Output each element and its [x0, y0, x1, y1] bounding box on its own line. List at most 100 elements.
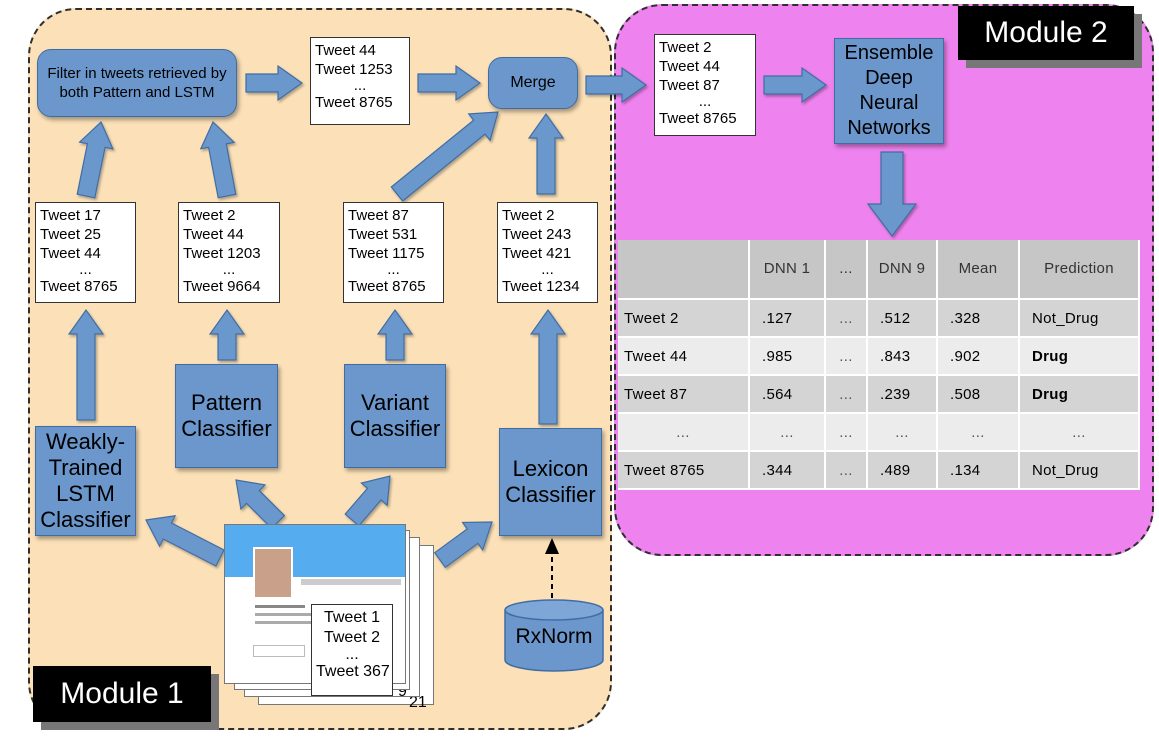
table-cell: ... — [825, 375, 868, 414]
list-item: Tweet 367 — [316, 663, 390, 680]
list-item: ... — [541, 261, 554, 278]
table-cell: Drug — [1019, 337, 1140, 376]
table-cell: ... — [825, 299, 868, 338]
list-item: Tweet 2 — [183, 207, 236, 224]
prediction-table: DNN 1 ... DNN 9 Mean Prediction Tweet 2 … — [618, 240, 1140, 490]
arrow-input-to-pattern — [235, 479, 286, 530]
table-cell: .134 — [937, 451, 1020, 490]
arrow-input-to-lstm — [145, 515, 225, 567]
merge-box: Merge — [488, 57, 578, 109]
arrow-ensemble-to-table — [866, 151, 918, 237]
table-cell: Tweet 8765 — [618, 451, 750, 490]
arrow-lexicon-to-list — [529, 308, 567, 425]
table-cell: ... — [937, 413, 1020, 452]
table-cell: .127 — [749, 299, 826, 338]
arrow-lexiconlist-to-merge — [527, 112, 565, 195]
list-item: Tweet 87 — [348, 207, 409, 224]
ensemble-dnn-box: Ensemble Deep Neural Networks — [834, 38, 944, 144]
list-item: Tweet 243 — [502, 226, 572, 243]
list-item: ... — [698, 93, 712, 110]
arrow-pattern-to-list — [208, 308, 246, 361]
table-cell: .328 — [937, 299, 1020, 338]
table-cell: .512 — [867, 299, 938, 338]
list-item: ... — [353, 77, 367, 94]
list-item: Tweet 2 — [323, 629, 381, 646]
merged-tweet-list: Tweet 2 Tweet 44 Tweet 87 ... Tweet 8765 — [654, 34, 756, 136]
table-cell: ... — [825, 451, 868, 490]
table-header-cell: DNN 1 — [749, 240, 826, 300]
table-header-cell: ... — [825, 240, 868, 300]
arrow-lstmlist-to-filter — [76, 120, 114, 199]
table-cell: .564 — [749, 375, 826, 414]
list-item: Tweet 1234 — [502, 278, 580, 295]
pattern-classifier-box: Pattern Classifier — [175, 364, 278, 468]
rxnorm-dashed-arrow — [545, 538, 559, 598]
list-item: Tweet 25 — [40, 226, 101, 243]
arrow-patternlist-to-filter — [199, 120, 237, 199]
table-header-cell — [618, 240, 750, 300]
table-cell: .902 — [937, 337, 1020, 376]
rxnorm-label: RxNorm — [515, 625, 593, 648]
table-cell: .843 — [867, 337, 938, 376]
profile-input-box — [253, 645, 305, 657]
table-header-row: DNN 1 ... DNN 9 Mean Prediction — [618, 240, 1140, 300]
table-cell: Tweet 87 — [618, 375, 750, 414]
ensemble-dnn-text: Ensemble Deep Neural Networks — [844, 42, 934, 139]
arrow-input-to-lexicon — [433, 521, 493, 569]
table-cell: ... — [825, 413, 868, 452]
profile-text-line — [255, 621, 313, 624]
pattern-tweet-list: Tweet 2 Tweet 44 Tweet 1203 ... Tweet 96… — [178, 202, 280, 303]
list-item: Tweet 531 — [348, 226, 418, 243]
list-item: Tweet 1203 — [183, 245, 261, 262]
list-item: Tweet 9664 — [183, 278, 261, 295]
lstm-classifier-text: Weakly-Trained LSTM Classifier — [40, 429, 131, 532]
table-cell: ... — [749, 413, 826, 452]
prediction-table-wrapper: DNN 1 ... DNN 9 Mean Prediction Tweet 2 … — [618, 240, 1140, 490]
profile-text-line — [255, 605, 305, 608]
list-item: Tweet 44 — [183, 226, 244, 243]
table-cell: Tweet 44 — [618, 337, 750, 376]
module-1-label: Module 1 — [33, 666, 211, 722]
arrow-filter-to-list — [245, 64, 304, 102]
table-cell: .985 — [749, 337, 826, 376]
variant-tweet-list: Tweet 87 Tweet 531 Tweet 1175 ... Tweet … — [343, 202, 444, 303]
list-item: Tweet 1253 — [315, 61, 393, 78]
list-item: Tweet 8765 — [315, 94, 393, 111]
arrow-input-to-variant — [344, 475, 391, 527]
table-row: Tweet 87 .564 ... .239 .508 Drug — [618, 375, 1140, 414]
table-row: Tweet 2 .127 ... .512 .328 Not_Drug — [618, 299, 1140, 338]
table-cell: ... — [867, 413, 938, 452]
list-item: ... — [79, 261, 92, 278]
table-cell: .239 — [867, 375, 938, 414]
module-2-label: Module 2 — [958, 6, 1134, 60]
table-row: Tweet 8765 .344 ... .489 .134 Not_Drug — [618, 451, 1140, 490]
table-header-cell: DNN 9 — [867, 240, 938, 300]
arrow-list-to-merge — [417, 64, 482, 102]
list-item: Tweet 2 — [659, 39, 712, 56]
arrow-variantlist-to-merge — [390, 111, 499, 202]
filtered-tweet-list: Tweet 44 Tweet 1253 ... Tweet 8765 — [310, 37, 410, 125]
list-item: Tweet 8765 — [40, 278, 118, 295]
list-item: ... — [222, 261, 236, 278]
rxnorm-database-icon — [504, 599, 604, 672]
profile-text-line — [255, 613, 319, 616]
profile-avatar — [253, 547, 293, 599]
table-header-cell: Mean — [937, 240, 1020, 300]
list-item: Tweet 8765 — [659, 110, 737, 127]
table-cell: .344 — [749, 451, 826, 490]
lexicon-classifier-box: Lexicon Classifier — [499, 428, 602, 536]
list-item: Tweet 2 — [502, 207, 555, 224]
filter-box-text: Filter in tweets retrieved by both Patte… — [47, 65, 227, 101]
list-item: Tweet 1175 — [348, 245, 425, 262]
table-row: Tweet 44 .985 ... .843 .902 Drug — [618, 337, 1140, 376]
arrow-merge-to-module2 — [585, 66, 648, 104]
table-cell: ... — [1019, 413, 1140, 452]
filter-box: Filter in tweets retrieved by both Patte… — [37, 49, 237, 117]
table-cell: Tweet 2 — [618, 299, 750, 338]
table-header-cell: Prediction — [1019, 240, 1140, 300]
lstm-classifier-box: Weakly-Trained LSTM Classifier — [35, 426, 136, 536]
table-cell: .489 — [867, 451, 938, 490]
list-item: Tweet 44 — [659, 58, 720, 75]
list-item: Tweet 44 — [40, 245, 101, 262]
